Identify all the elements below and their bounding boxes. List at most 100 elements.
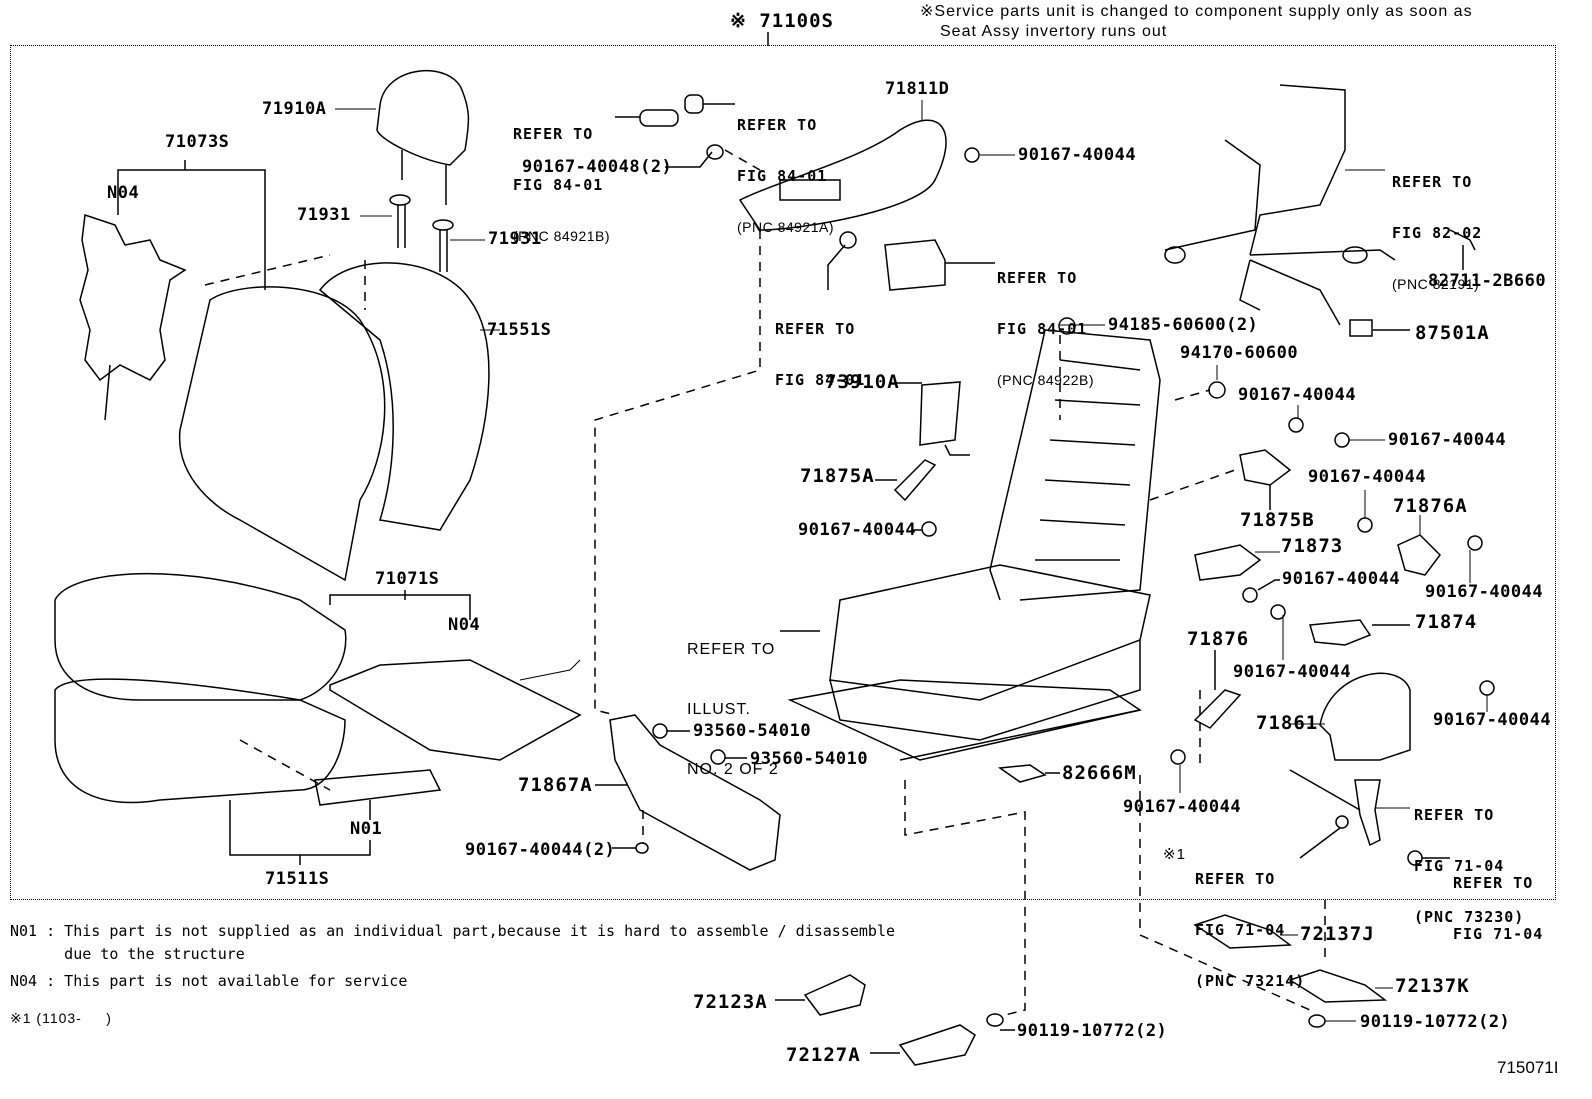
part-90119-10772-a[interactable]: 90119-10772(2) [1017, 1021, 1168, 1041]
switch-84922b-drawing [884, 239, 946, 291]
part-71931-b[interactable]: 71931 [488, 229, 542, 249]
part-71874[interactable]: 71874 [1415, 611, 1478, 633]
ref-71-04[interactable]: REFER TO FIG 71-04 [1453, 841, 1543, 960]
airbag-73910a-drawing [919, 381, 961, 446]
part-71071s[interactable]: 71071S [375, 569, 440, 589]
assembly-number[interactable]: ※ 71100S [730, 10, 834, 32]
part-71073s[interactable]: 71073S [165, 132, 230, 152]
part-82666m[interactable]: 82666M [1062, 762, 1137, 784]
screw-90167-40044-a [964, 147, 980, 163]
headrest-drawing [335, 69, 470, 205]
service-note-line2: Seat Assy invertory runs out [940, 23, 1168, 40]
part-73910a[interactable]: 73910A [825, 371, 900, 393]
part-72137j[interactable]: 72137J [1300, 923, 1375, 945]
part-72123a[interactable]: 72123A [693, 991, 768, 1013]
service-note-line1: ※Service parts unit is changed to compon… [920, 3, 1473, 20]
part-90167-40044-e[interactable]: 90167-40044 [1308, 467, 1427, 487]
part-94185-60600[interactable]: 94185-60600(2) [1108, 315, 1259, 335]
ref-84921b[interactable]: REFER TO FIG 84-01 (PNC 84921B) [513, 92, 610, 262]
ref-line2: FIG 84-01 [997, 320, 1088, 338]
screw-93560-a [652, 723, 668, 739]
part-94170-60600[interactable]: 94170-60600 [1180, 343, 1299, 363]
part-90119-10772-b[interactable]: 90119-10772(2) [1360, 1012, 1511, 1032]
ref-pnc: (PNC 84921B) [513, 228, 611, 244]
ref-line1: REFER TO [737, 116, 818, 134]
part-71875b[interactable]: 71875B [1240, 509, 1315, 531]
ref-line2: FIG 84-01 [737, 167, 828, 185]
part-71910a[interactable]: 71910A [262, 99, 327, 119]
part-71551s[interactable]: 71551S [487, 320, 552, 340]
part-71931-a[interactable]: 71931 [297, 205, 351, 225]
shield-71811d-drawing [738, 119, 947, 231]
part-71873[interactable]: 71873 [1281, 535, 1344, 557]
screw-90167-40044-e [1357, 517, 1373, 533]
cover-72123a-drawing [803, 974, 866, 1016]
part-72137k[interactable]: 72137K [1395, 975, 1470, 997]
ref-line1: REFER TO [997, 269, 1078, 287]
seatbelt-buckle-drawing [1354, 779, 1381, 847]
part-90167-40044-f[interactable]: 90167-40044 [1282, 569, 1401, 589]
part-82711-2b660[interactable]: 82711-2B660 [1428, 271, 1547, 291]
screw-90167-40044-k [1170, 749, 1186, 765]
switch-knob-84921b [639, 109, 679, 127]
ref-pnc: (PNC 82191) [1392, 276, 1480, 292]
ref-line3: (PNC 73230) [1414, 908, 1525, 926]
note-n04-bottom: N04 [448, 615, 481, 635]
part-90167-40044-k[interactable]: 90167-40044 [1123, 797, 1242, 817]
headrest-guides-drawing [360, 194, 485, 272]
part-71876[interactable]: 71876 [1187, 628, 1250, 650]
part-93560-54010-b[interactable]: 93560-54010 [750, 749, 869, 769]
part-71876a[interactable]: 71876A [1393, 495, 1468, 517]
part-87501a[interactable]: 87501A [1415, 322, 1490, 344]
note-mark1: ※1 (1103- ) [10, 1010, 112, 1026]
screw-93560-b [710, 749, 726, 765]
ref-82191[interactable]: REFER TO FIG 82-02 (PNC 82191) [1392, 140, 1482, 310]
screw-90167-40044-2 [635, 842, 649, 854]
ref-line3: (PNC 73214) [1195, 972, 1306, 990]
ref-line2: FIG 84-01 [513, 176, 604, 194]
part-71861[interactable]: 71861 [1256, 712, 1319, 734]
part-90167-40044-b[interactable]: 90167-40044 [798, 520, 917, 540]
part-90167-40044-a[interactable]: 90167-40044 [1018, 145, 1137, 165]
part-90167-40044-j[interactable]: 90167-40044 [1433, 710, 1552, 730]
part-90167-40048[interactable]: 90167-40048(2) [522, 157, 673, 177]
part-71867a[interactable]: 71867A [518, 774, 593, 796]
nut-94170 [1208, 381, 1226, 399]
wire-harness-drawing [1164, 84, 1410, 337]
cover-71876-drawing [1193, 689, 1242, 729]
cover-71861-drawing [1319, 672, 1411, 761]
bolt-90119-a [986, 1013, 1004, 1027]
part-71511s[interactable]: 71511S [265, 869, 330, 889]
ref-84922b[interactable]: REFER TO FIG 84-01 (PNC 84922B) [997, 236, 1094, 406]
note-n01: N01 [350, 819, 383, 839]
71511s-bracket [229, 800, 371, 856]
part-71875a[interactable]: 71875A [800, 465, 875, 487]
ref-line2: FIG 82-02 [1392, 224, 1483, 242]
ref-illust-2-of-2[interactable]: REFER TO ILLUST. NO. 2 OF 2 [687, 600, 779, 800]
ref-73230[interactable]: REFER TO FIG 71-04 (PNC 73230) [1414, 773, 1524, 943]
ref-line2: FIG 71-04 [1453, 925, 1544, 943]
figure-id: 715071I [1497, 1058, 1559, 1077]
seatback-pad-drawing [318, 262, 490, 531]
ref-line1: REFER TO [1392, 173, 1473, 191]
part-90167-40044-c[interactable]: 90167-40044 [1238, 385, 1357, 405]
ref-84921a[interactable]: REFER TO FIG 84-01 (PNC 84921A) [737, 83, 834, 253]
screw-90167-40044-g [1242, 587, 1258, 603]
part-93560-54010-a[interactable]: 93560-54010 [693, 721, 812, 741]
part-90167-40044-g[interactable]: 90167-40044 [1425, 582, 1544, 602]
ref-73214[interactable]: REFER TO FIG 71-04 (PNC 73214) [1195, 837, 1305, 1007]
part-90167-40044-h[interactable]: 90167-40044 [1233, 662, 1352, 682]
part-90167-40044-2[interactable]: 90167-40044(2) [465, 840, 616, 860]
cover-71875b-drawing [1239, 449, 1292, 486]
note-n01-line2: due to the structure [10, 945, 245, 963]
ref-line1: REFER TO [775, 320, 856, 338]
ref-pnc: (PNC 84921A) [737, 219, 835, 235]
part-90167-40044-d[interactable]: 90167-40044 [1388, 430, 1507, 450]
part-72127a[interactable]: 72127A [786, 1044, 861, 1066]
part-71811d[interactable]: 71811D [885, 79, 950, 99]
cover-72137j-drawing [1193, 914, 1293, 949]
ref-pnc: (PNC 84922B) [997, 372, 1095, 388]
ref-84-01[interactable]: REFER TO FIG 84-01 [775, 287, 865, 406]
ref-line1: REFER TO [1195, 870, 1276, 888]
